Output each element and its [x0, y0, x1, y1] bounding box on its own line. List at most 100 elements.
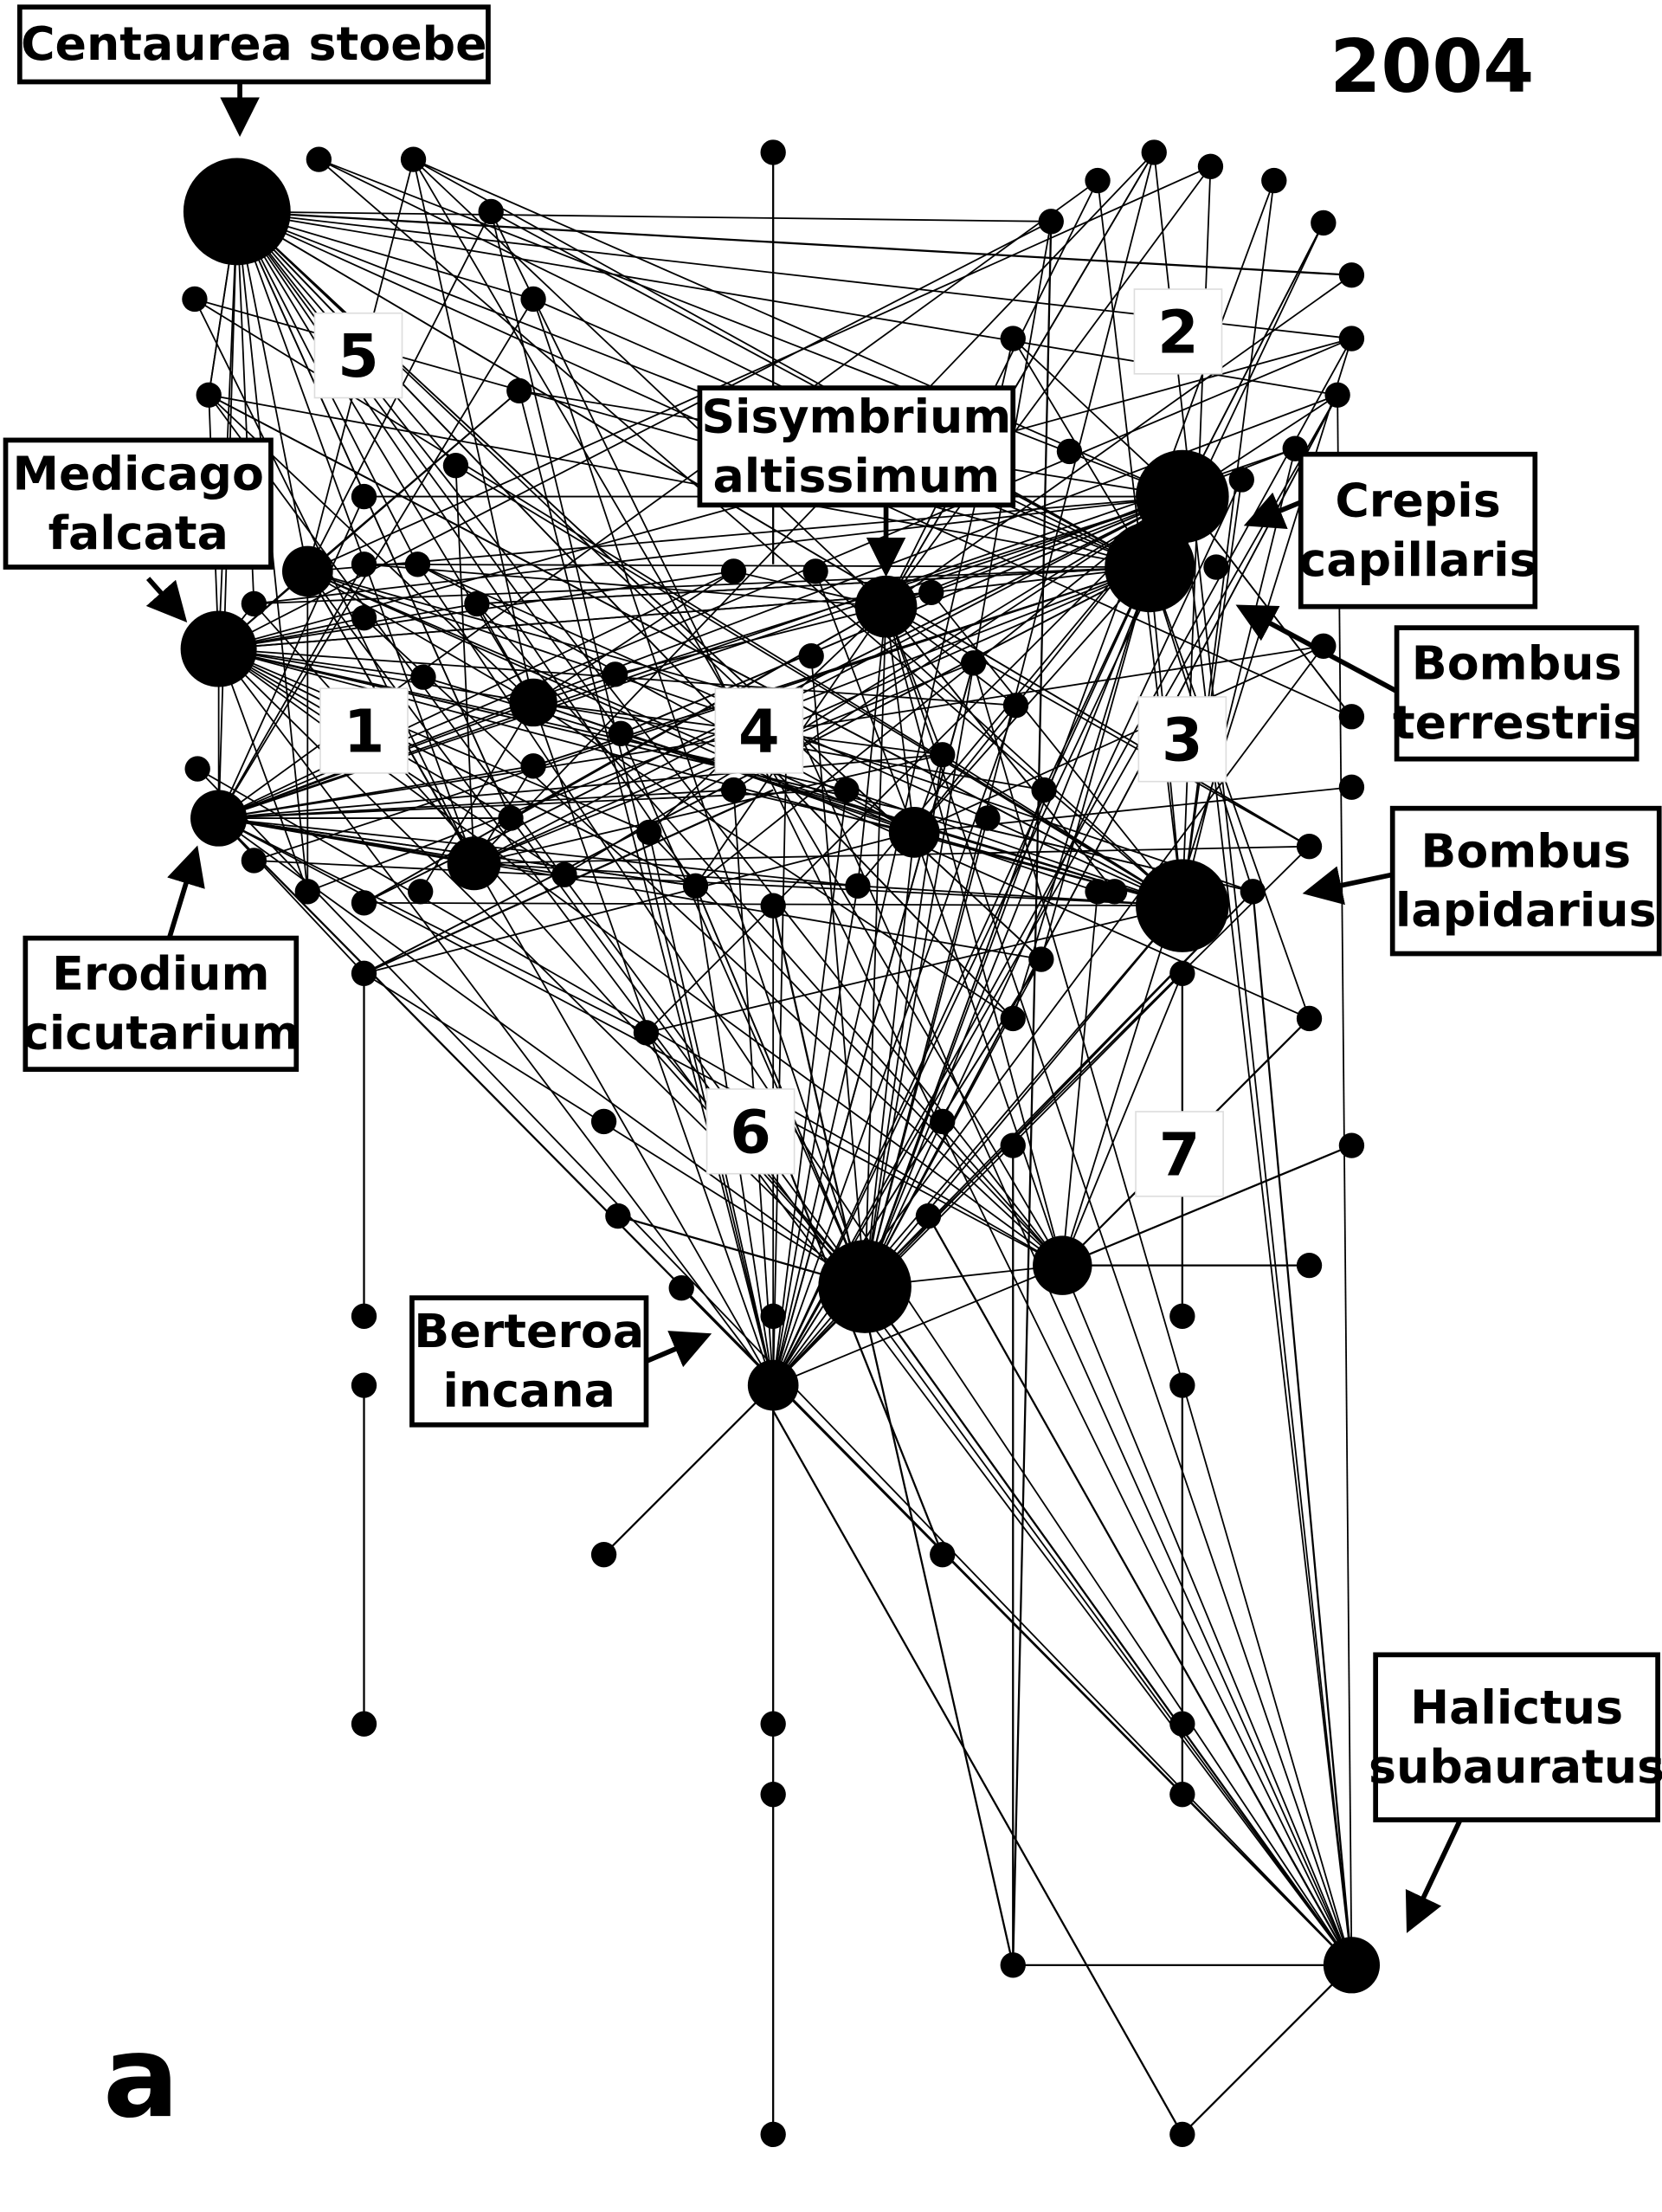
network-edge [306, 571, 1310, 1020]
module-label: 6 [730, 1098, 771, 1167]
species-node [1169, 2121, 1195, 2148]
species-node [798, 643, 824, 669]
species-node [551, 861, 577, 887]
species-node [1197, 153, 1224, 179]
network-edge [772, 790, 847, 1386]
species-node [1169, 1782, 1195, 1808]
species-node [478, 198, 504, 225]
species-label-bombus-lapidarius: lapidarius [1395, 883, 1657, 938]
species-node [960, 650, 987, 676]
species-label-bombus-terrestris: terrestris [1393, 695, 1640, 750]
network-edge [364, 563, 886, 608]
species-node [184, 756, 210, 782]
network-edge [864, 790, 1045, 1287]
network-edge [236, 210, 1150, 568]
module-label: 3 [1162, 706, 1203, 775]
species-node [1169, 1711, 1195, 1737]
network-edge [473, 495, 1183, 865]
species-node [182, 286, 208, 313]
network-edge [518, 390, 775, 1386]
network-edge [413, 158, 1150, 568]
species-node [241, 590, 267, 617]
species-label-centaurea: Centaurea stoebe [21, 16, 487, 71]
species-label-sisymbrium: Sisymbrium [701, 389, 1011, 443]
species-node [400, 146, 427, 172]
network-edge [1182, 1964, 1353, 2136]
network-edge [196, 768, 1063, 1267]
species-node [834, 777, 860, 803]
species-node [1338, 262, 1365, 288]
species-node [918, 579, 944, 606]
network-edge [694, 885, 866, 1287]
species-node [1324, 382, 1350, 408]
species-node [1000, 1132, 1026, 1158]
species-node [915, 1203, 942, 1229]
species-node [605, 1203, 631, 1229]
species-node [760, 1303, 786, 1329]
network-edge [218, 221, 1052, 650]
species-node-big6 [818, 1240, 912, 1333]
network-edge [564, 495, 1183, 876]
species-node [802, 558, 828, 584]
network-edge [1061, 891, 1098, 1266]
network-edge [413, 158, 1183, 498]
label-arrows [145, 81, 1463, 1933]
species-node [760, 2121, 786, 2148]
network-edge [218, 764, 534, 819]
pointer-arrow-icon [1302, 866, 1394, 906]
module-box [705, 1088, 796, 1175]
network-edge [864, 152, 1156, 1287]
label-box-erodium [23, 935, 300, 1072]
panel-letter: a [103, 2011, 179, 2143]
species-node [351, 1372, 377, 1398]
species-node [1203, 554, 1229, 580]
species-node [1101, 879, 1128, 905]
species-node [408, 879, 434, 905]
species-label-erodium: Erodium [52, 946, 269, 1001]
network-edge [864, 479, 1243, 1287]
species-node-blap [1136, 859, 1229, 952]
network-edge [532, 299, 866, 1287]
network-edge [694, 495, 1183, 887]
species-node [1228, 467, 1254, 493]
species-node [520, 286, 546, 313]
network-edge [363, 617, 1063, 1267]
species-node [682, 873, 709, 899]
network-edge [1182, 222, 1324, 497]
species-node [464, 590, 490, 617]
network-edge [490, 211, 775, 1386]
network-edge [1181, 479, 1243, 906]
network-edge [454, 465, 475, 864]
module-box [1135, 1111, 1224, 1197]
label-box-bombus-lapidarius [1389, 805, 1662, 957]
network-edge [885, 606, 1353, 1966]
species-label-crepis: capillaris [1298, 532, 1536, 587]
network-edge [307, 495, 1182, 572]
network-edge [306, 571, 915, 834]
network-edge [306, 165, 1211, 572]
network-edge [364, 972, 866, 1287]
network-edge [236, 210, 1352, 276]
network-edge [218, 817, 474, 865]
network-edge [1061, 1265, 1353, 1966]
species-node [1338, 1132, 1365, 1158]
module-box [1137, 696, 1227, 783]
species-node [760, 1711, 786, 1737]
species-node [760, 1782, 786, 1808]
species-node [404, 551, 431, 577]
species-node [930, 742, 956, 768]
module-label: 7 [1159, 1120, 1201, 1190]
network-edge [620, 732, 866, 1287]
species-node-m1b [447, 836, 501, 891]
network-edge [532, 702, 775, 1386]
species-node [1141, 139, 1167, 165]
network-edge [454, 464, 1183, 906]
species-node [1311, 210, 1337, 236]
species-node [351, 551, 377, 577]
network-edge [217, 648, 774, 1386]
network-edge [1061, 1145, 1352, 1267]
network-edge [772, 1128, 944, 1556]
species-node [498, 805, 524, 831]
species-node-bterr [1105, 521, 1195, 613]
species-label-erodium: cicutarium [22, 1006, 300, 1061]
